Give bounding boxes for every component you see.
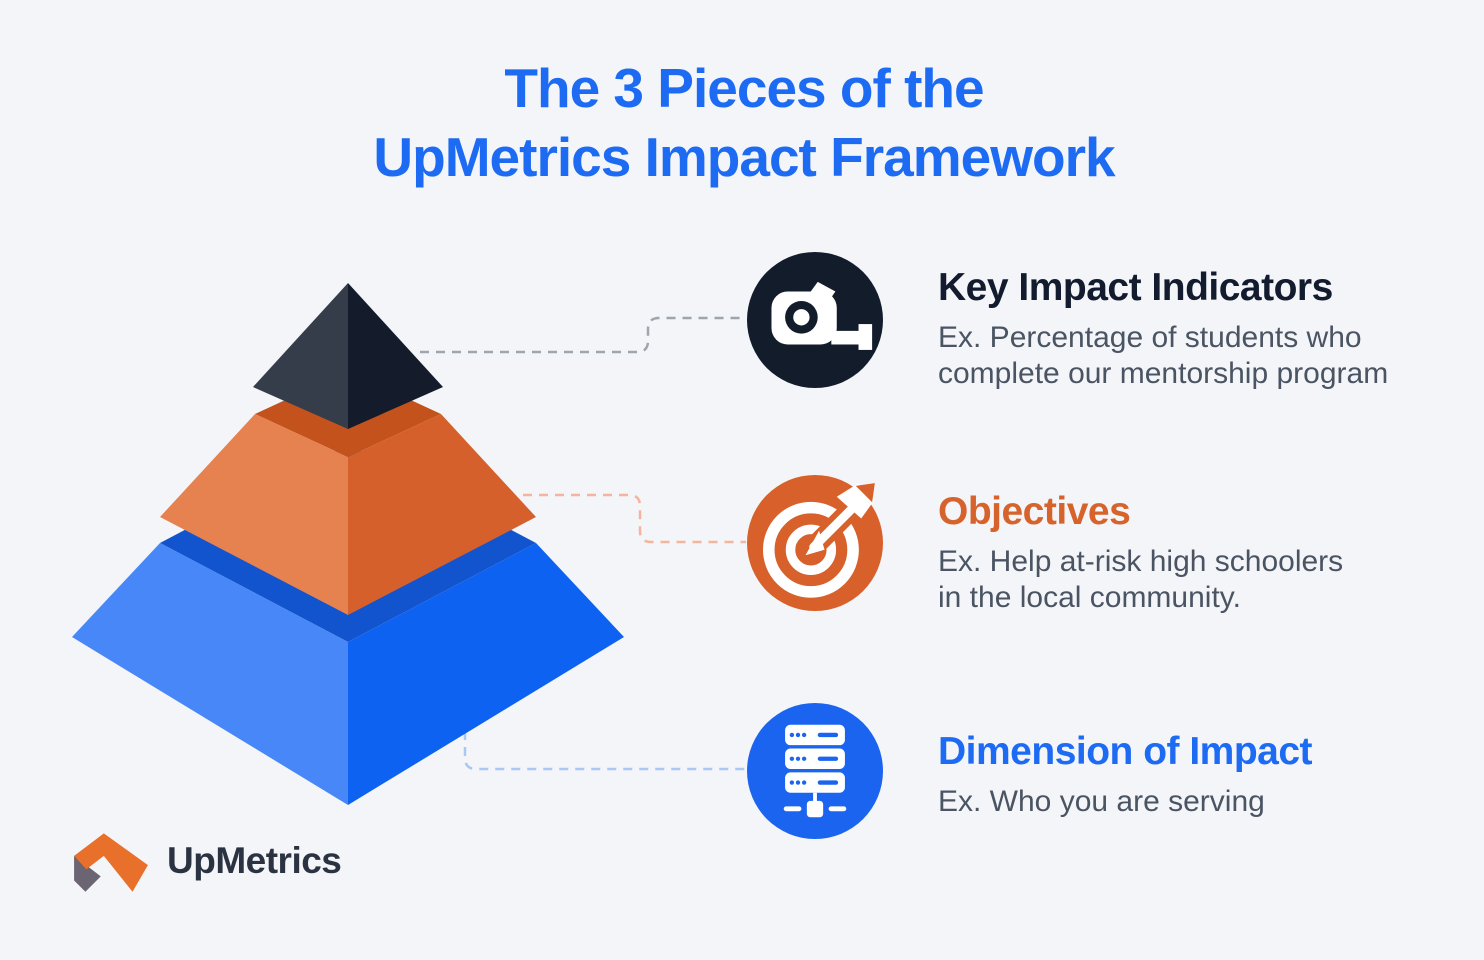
section-heading: Dimension of Impact: [938, 730, 1313, 773]
middle-tier-right-face: [348, 414, 536, 615]
bottom-tier-right-face: [348, 543, 624, 805]
connector-top-tier: [420, 316, 746, 354]
title-line-2: UpMetrics Impact Framework: [373, 126, 1115, 188]
section-body: Ex. Who you are serving: [938, 785, 1265, 818]
middle-tier-left-face: [160, 414, 348, 615]
tape-measure-icon: [747, 252, 883, 388]
upmetrics-logo-text: UpMetrics: [167, 840, 342, 881]
section-body: Ex. Percentage of students who complete …: [938, 321, 1389, 390]
page-title: The 3 Pieces of the UpMetrics Impact Fra…: [94, 54, 1394, 192]
target-dart-icon: [747, 475, 883, 611]
top-tier-right-face: [348, 283, 443, 429]
bottom-tier-left-face: [72, 543, 348, 805]
section-heading: Objectives: [938, 490, 1131, 533]
connector-bottom-tier: [463, 731, 746, 771]
badge-circle: [747, 703, 883, 839]
pyramid-top-tier: [253, 283, 443, 429]
upmetrics-logo-mark: [74, 833, 148, 892]
title-line-1: The 3 Pieces of the: [504, 57, 984, 119]
section-body: Ex. Help at-risk high schoolers in the l…: [938, 545, 1344, 614]
connector-middle-tier: [523, 493, 746, 544]
top-tier-left-face: [253, 283, 348, 429]
upmetrics-logo: UpMetrics: [70, 829, 342, 893]
server-rack-icon: [747, 703, 883, 839]
section-heading: Key Impact Indicators: [938, 266, 1333, 309]
